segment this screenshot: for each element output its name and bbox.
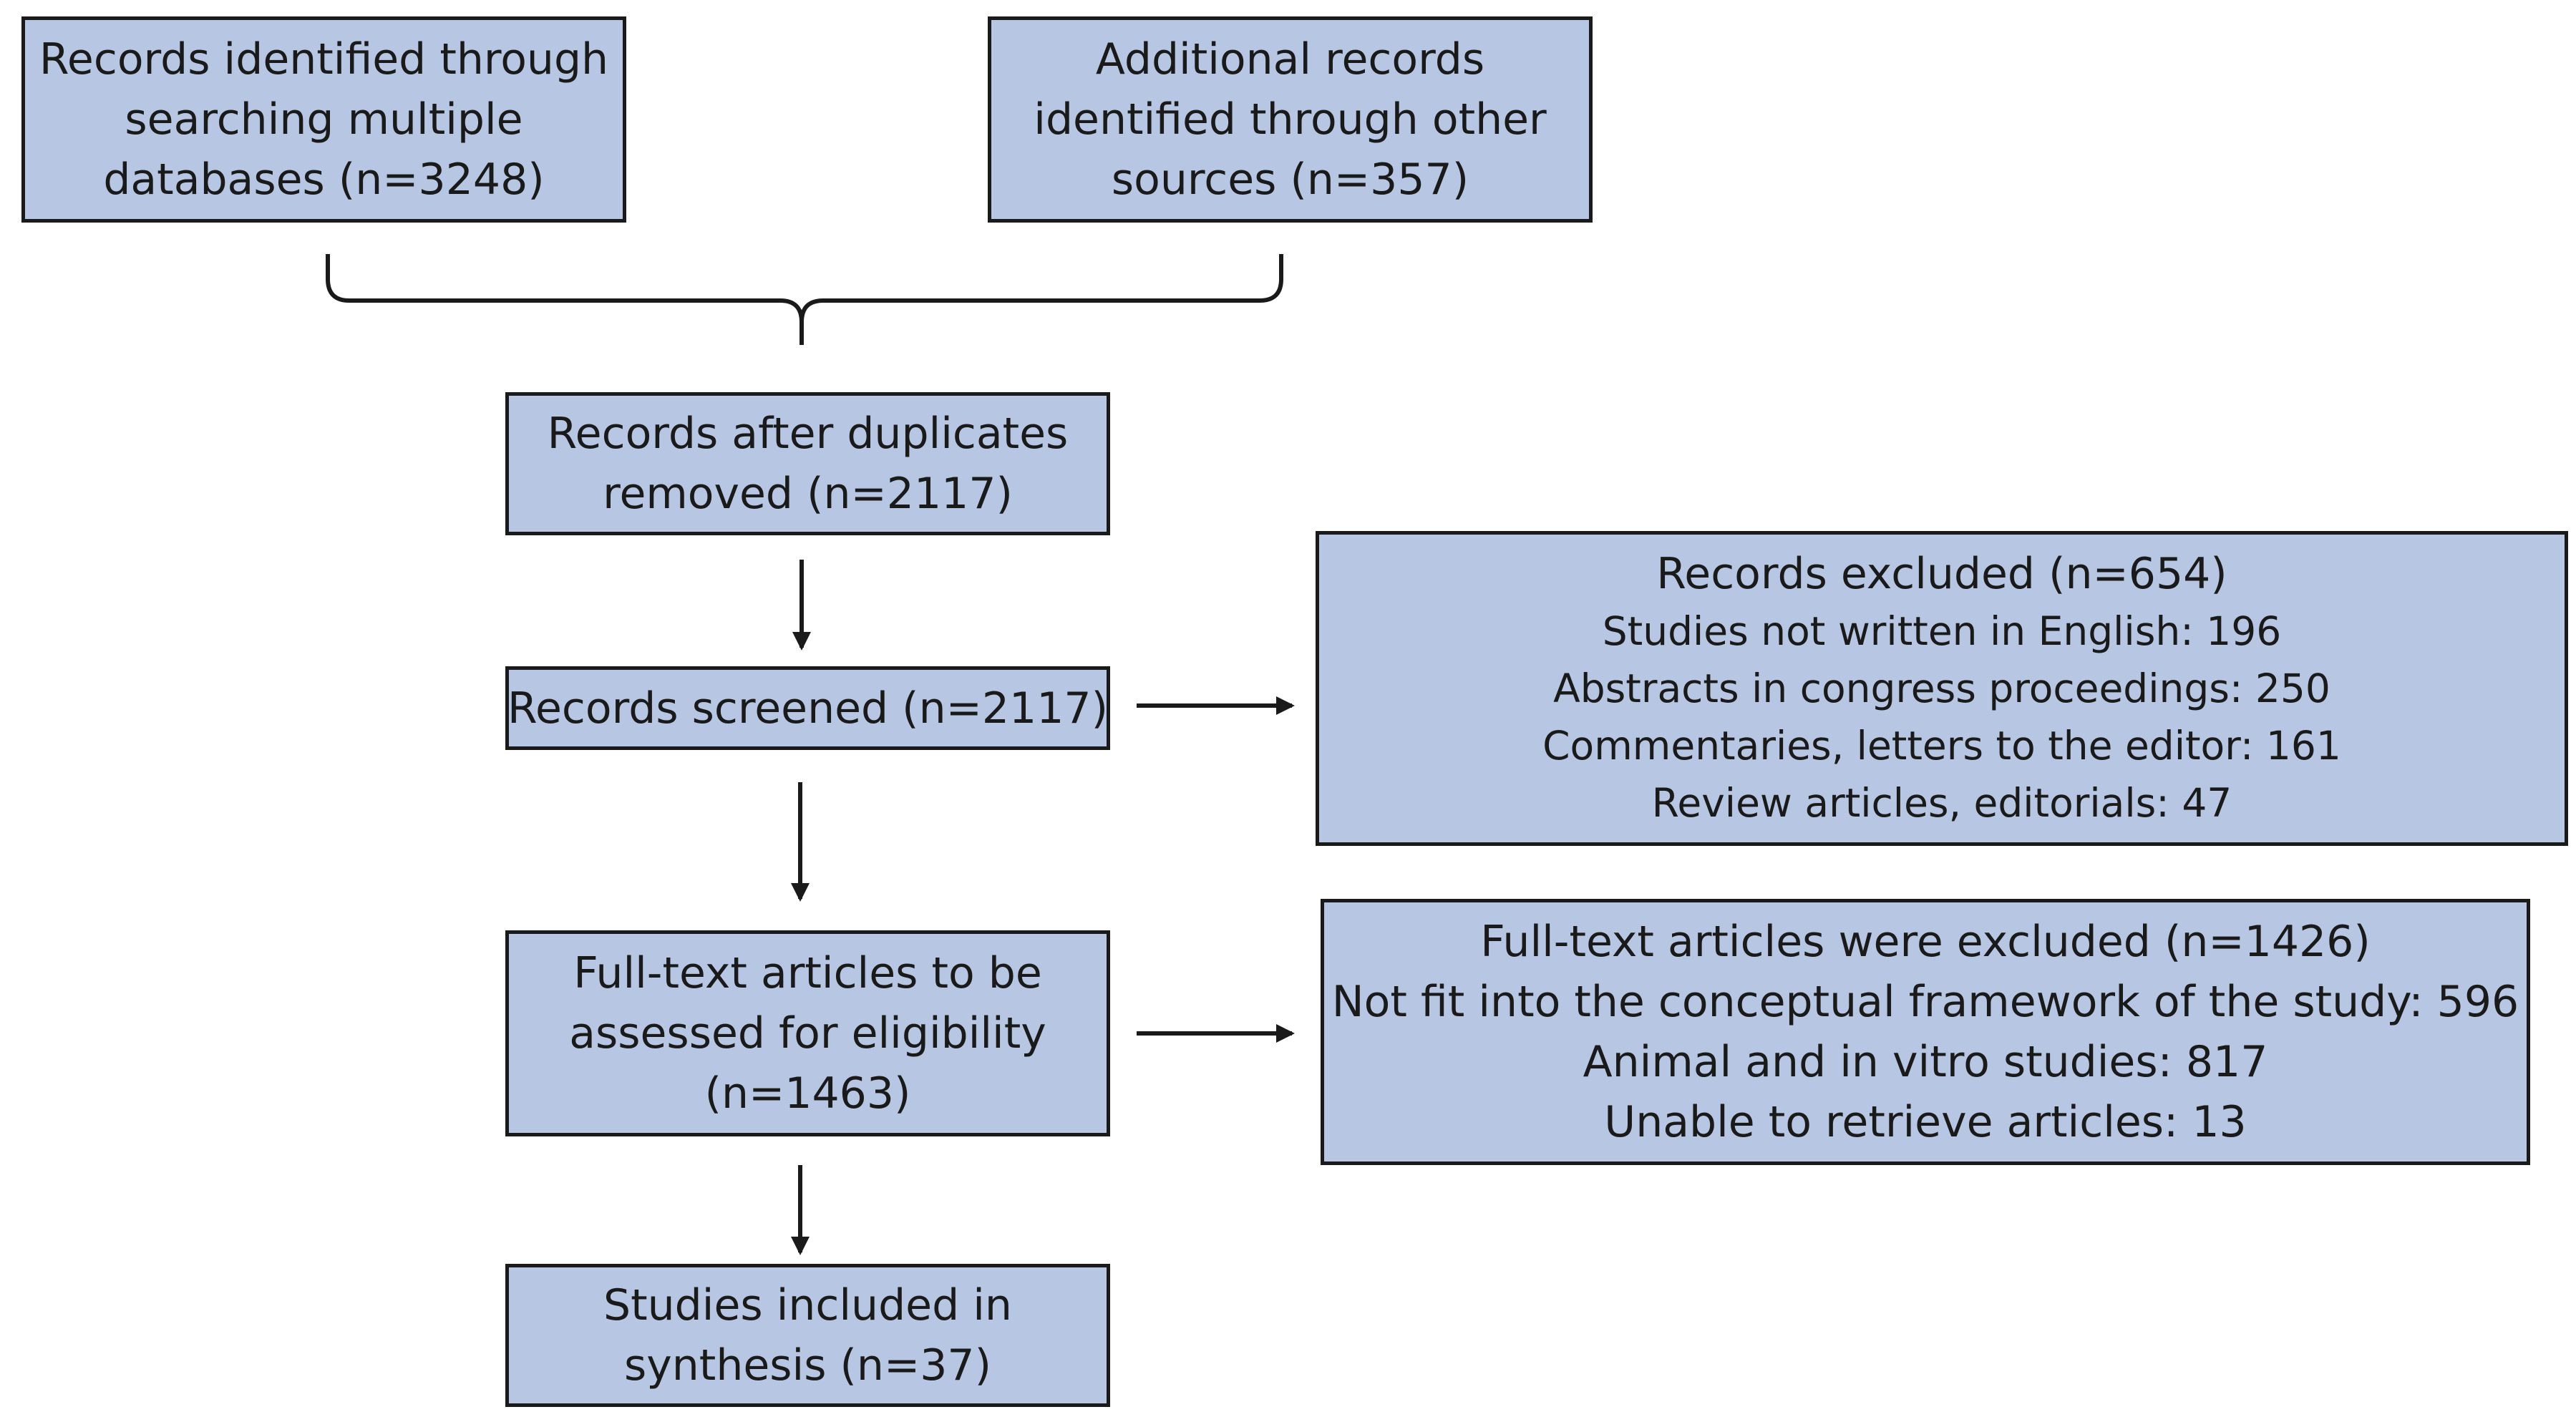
exclusion-reason: Commentaries, letters to the editor: 161	[1542, 723, 2341, 769]
box-studies-included: Studies included in synthesis (n=37)	[505, 1264, 1110, 1407]
exclusion-heading: Records excluded (n=654)	[1656, 549, 2227, 599]
box-records-screened: Records screened (n=2117)	[505, 666, 1110, 750]
box-records-excluded: Records excluded (n=654) Studies not wri…	[1316, 531, 2568, 846]
box-text-line: removed (n=2117)	[603, 469, 1013, 519]
box-text-line: Additional records	[1095, 34, 1485, 84]
box-text-line: sources (n=357)	[1111, 155, 1469, 205]
merge-bracket	[326, 254, 1283, 323]
box-full-text-excluded: Full-text articles were excluded (n=1426…	[1321, 899, 2530, 1165]
exclusion-reason: Studies not written in English: 196	[1602, 608, 2282, 654]
box-text-line: databases (n=3248)	[103, 155, 545, 205]
box-text-line: searching multiple	[125, 94, 523, 145]
exclusion-reason: Animal and in vitro studies: 817	[1583, 1037, 2268, 1087]
exclusion-reason: Review articles, editorials: 47	[1651, 780, 2232, 826]
box-text-line: Records screened (n=2117)	[507, 683, 1108, 734]
exclusion-reason: Abstracts in congress proceedings: 250	[1553, 666, 2330, 711]
box-text-line: Records identified through	[39, 34, 609, 84]
box-full-text-assessed: Full-text articles to be assessed for el…	[505, 930, 1110, 1136]
exclusion-heading: Full-text articles were excluded (n=1426…	[1480, 917, 2371, 967]
box-records-other-sources: Additional records identified through ot…	[988, 16, 1593, 223]
box-duplicates-removed: Records after duplicates removed (n=2117…	[505, 392, 1110, 535]
box-text-line: (n=1463)	[704, 1068, 911, 1119]
box-text-line: Records after duplicates	[547, 409, 1069, 459]
exclusion-reason: Not fit into the conceptual framework of…	[1331, 977, 2519, 1027]
box-records-databases: Records identified through searching mul…	[21, 16, 626, 223]
box-text-line: synthesis (n=37)	[624, 1340, 991, 1391]
box-text-line: Studies included in	[603, 1280, 1012, 1330]
box-text-line: identified through other	[1034, 94, 1547, 145]
exclusion-reason: Unable to retrieve articles: 13	[1604, 1097, 2247, 1147]
box-text-line: Full-text articles to be	[573, 948, 1042, 998]
box-text-line: assessed for eligibility	[569, 1008, 1046, 1058]
